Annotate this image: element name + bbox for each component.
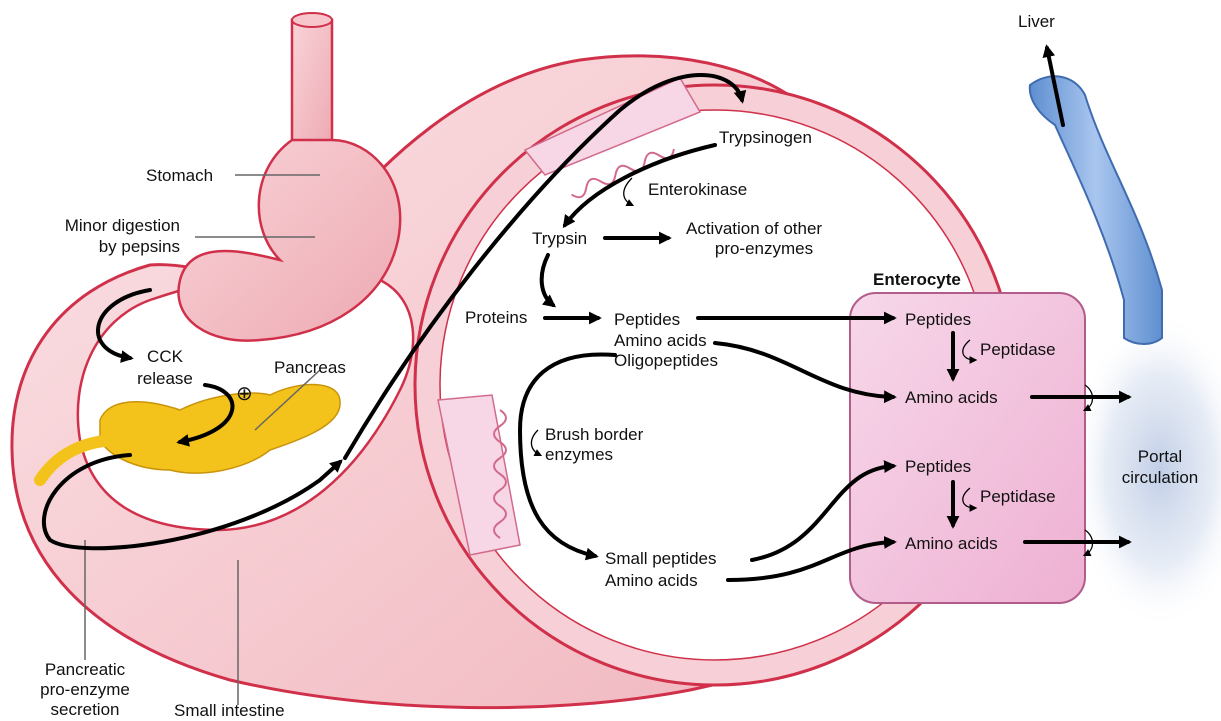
label-activation-2: pro-enzymes (686, 239, 842, 259)
label-amino-acids-lumen: Amino acids (614, 331, 707, 351)
label-minor-digestion-1: Minor digestion (30, 216, 180, 236)
label-pancreatic-1: Pancreatic (20, 660, 150, 680)
label-portal-1: Portal (1100, 447, 1220, 467)
label-entero-peptides-bottom: Peptides (905, 457, 971, 477)
label-entero-amino-top: Amino acids (905, 388, 998, 408)
label-enterocyte: Enterocyte (873, 270, 961, 290)
label-oligopeptides: Oligopeptides (614, 351, 718, 371)
label-entero-amino-bottom: Amino acids (905, 534, 998, 554)
label-pancreatic-3: secretion (20, 700, 150, 720)
label-proteins: Proteins (465, 308, 527, 328)
label-peptidase-bottom: Peptidase (980, 487, 1056, 507)
label-entero-peptides-top: Peptides (905, 310, 971, 330)
label-minor-digestion-2: by pepsins (30, 237, 180, 257)
label-cck-2: release (125, 369, 205, 389)
label-enterokinase: Enterokinase (648, 180, 747, 200)
label-liver: Liver (1018, 12, 1055, 32)
label-trypsin: Trypsin (532, 229, 587, 249)
label-trypsinogen: Trypsinogen (719, 128, 812, 148)
plus-symbol: ⊕ (236, 384, 253, 404)
label-amino-acids-lower: Amino acids (605, 571, 698, 591)
label-stomach: Stomach (146, 166, 213, 186)
label-brush-border-1: Brush border (545, 425, 643, 445)
esophagus (292, 20, 332, 150)
label-portal-2: circulation (1100, 468, 1220, 488)
label-pancreatic-2: pro-enzyme (20, 680, 150, 700)
label-activation-1: Activation of other (686, 219, 822, 239)
label-peptides: Peptides (614, 310, 680, 330)
label-brush-border-2: enzymes (545, 445, 613, 465)
esophagus-opening (292, 13, 332, 27)
label-cck-1: CCK (130, 347, 200, 367)
label-pancreas: Pancreas (274, 358, 346, 378)
label-peptidase-top: Peptidase (980, 340, 1056, 360)
label-small-intestine: Small intestine (174, 701, 285, 721)
label-small-peptides: Small peptides (605, 549, 717, 569)
